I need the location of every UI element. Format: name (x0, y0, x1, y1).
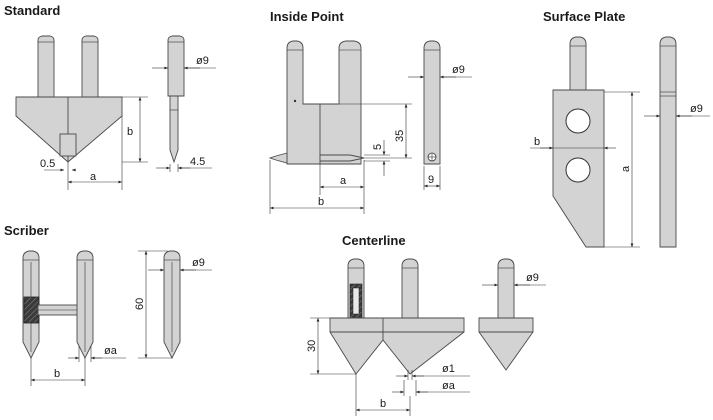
centerline-side-view: ø9 (478, 258, 546, 371)
standard-side-view: ø9 4.5 (152, 35, 216, 172)
standard-section: Standard a 0.5 b (4, 3, 216, 190)
scriber-front-view: b øa (22, 250, 126, 386)
std-05-label: 0.5 (40, 158, 55, 170)
scriber-section: Scriber b øa (4, 223, 212, 386)
surface-plate-title: Surface Plate (543, 9, 625, 24)
standard-title: Standard (4, 3, 60, 18)
sc-phia-label: øa (104, 345, 118, 357)
ip-phi9-label: ø9 (452, 64, 465, 76)
ip-a-label: a (340, 175, 347, 187)
ip-35-label: 35 (394, 130, 406, 142)
sc-60-label: 60 (134, 298, 146, 310)
standard-front-view: a 0.5 b (15, 35, 148, 190)
inside-point-front-view: a b 35 5 (268, 40, 412, 214)
sc-b-label: b (54, 368, 60, 380)
inside-point-title: Inside Point (270, 9, 344, 24)
ip-b-label: b (318, 196, 324, 208)
surface-plate-front-view: b a (530, 36, 640, 248)
sc-phi9-label: ø9 (192, 257, 205, 269)
surface-plate-section: Surface Plate b a (530, 9, 710, 248)
std-phi9-label: ø9 (196, 55, 209, 67)
std-45-label: 4.5 (190, 156, 205, 168)
std-a-label: a (90, 171, 97, 183)
std-b-label: b (127, 126, 133, 138)
cl-phi1-label: ø1 (442, 363, 455, 375)
sp-b-label: b (534, 136, 540, 148)
centerline-front-view: 30 ø1 øa b (306, 258, 470, 416)
centerline-title: Centerline (342, 233, 406, 248)
cl-phi9-label: ø9 (526, 272, 539, 284)
scriber-title: Scriber (4, 223, 49, 238)
sp-a-label: a (620, 165, 632, 172)
inside-point-side-view: ø9 9 (408, 40, 472, 190)
surface-plate-side-view: ø9 (644, 36, 710, 248)
sp-phi9-label: ø9 (690, 103, 703, 115)
inside-point-section: Inside Point a b 35 (268, 9, 472, 214)
cl-30-label: 30 (306, 340, 318, 352)
centerline-section: Centerline 30 ø1 (306, 233, 546, 416)
scriber-side-view: ø9 60 (134, 250, 212, 360)
cl-phia-label: øa (442, 380, 456, 392)
cl-b-label: b (380, 398, 386, 410)
ip-5-label: 5 (372, 144, 384, 150)
ip-9-label: 9 (428, 174, 434, 186)
